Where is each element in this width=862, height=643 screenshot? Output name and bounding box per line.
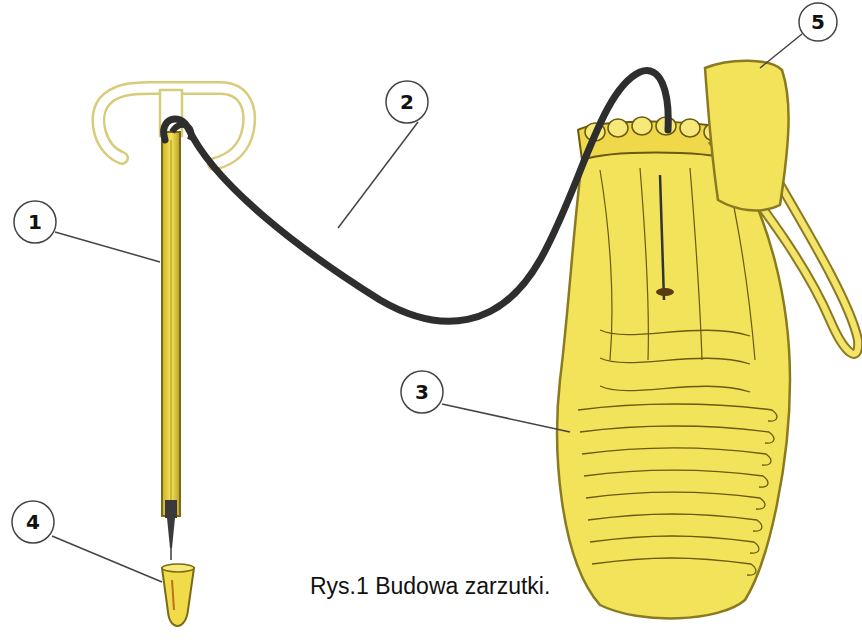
rope-coil — [582, 448, 771, 465]
rope-coil — [580, 426, 774, 443]
rope-coil — [578, 404, 777, 421]
rope-coil — [600, 358, 750, 364]
rope-coil — [590, 536, 759, 553]
callout-number: 5 — [811, 10, 825, 34]
tip-cap — [162, 564, 194, 626]
callout-number: 3 — [415, 380, 429, 404]
rope — [164, 71, 669, 322]
rope-loop — [172, 125, 191, 140]
rope-coil — [600, 330, 750, 336]
flap — [705, 61, 858, 354]
rod — [162, 132, 180, 560]
rope-coil — [584, 470, 768, 487]
callout-number: 4 — [26, 510, 40, 534]
rope-coil — [592, 558, 756, 575]
figure-caption: Rys.1 Budowa zarzutki. — [310, 573, 550, 600]
callout-number: 2 — [400, 90, 414, 114]
rope-coil — [588, 514, 762, 531]
callouts — [12, 3, 837, 582]
rope-coil — [586, 492, 765, 509]
callout-number: 1 — [28, 210, 42, 234]
rope-coil — [600, 386, 750, 392]
